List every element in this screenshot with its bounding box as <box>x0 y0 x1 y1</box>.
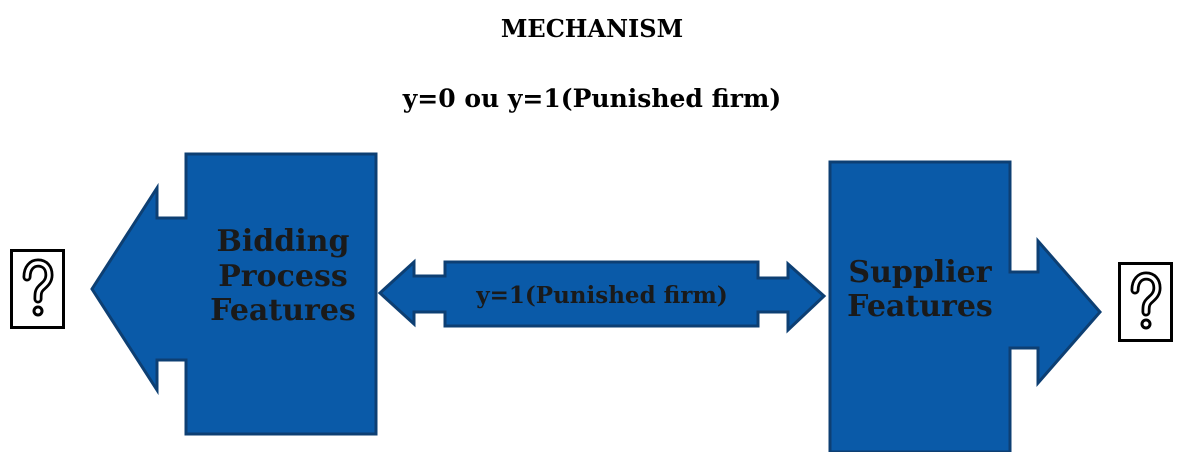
right-question-box <box>1118 262 1173 342</box>
question-mark-icon <box>1130 271 1162 330</box>
right-arrow-callout-shape <box>828 160 1102 452</box>
diagram-subtitle: y=0 ou y=1(Punished firm) <box>402 84 782 113</box>
question-mark-icon <box>22 258 54 317</box>
left-question-box <box>10 249 65 329</box>
diagram-title: MECHANISM <box>500 14 684 43</box>
supplier-features-label: Supplier Features <box>847 254 993 324</box>
punished-firm-label: y=1(Punished firm) <box>476 281 728 309</box>
bidding-process-features-label: Bidding Process Features <box>210 224 356 329</box>
double-arrow-callout-shape <box>377 258 827 334</box>
left-arrow-callout-shape <box>90 152 378 436</box>
